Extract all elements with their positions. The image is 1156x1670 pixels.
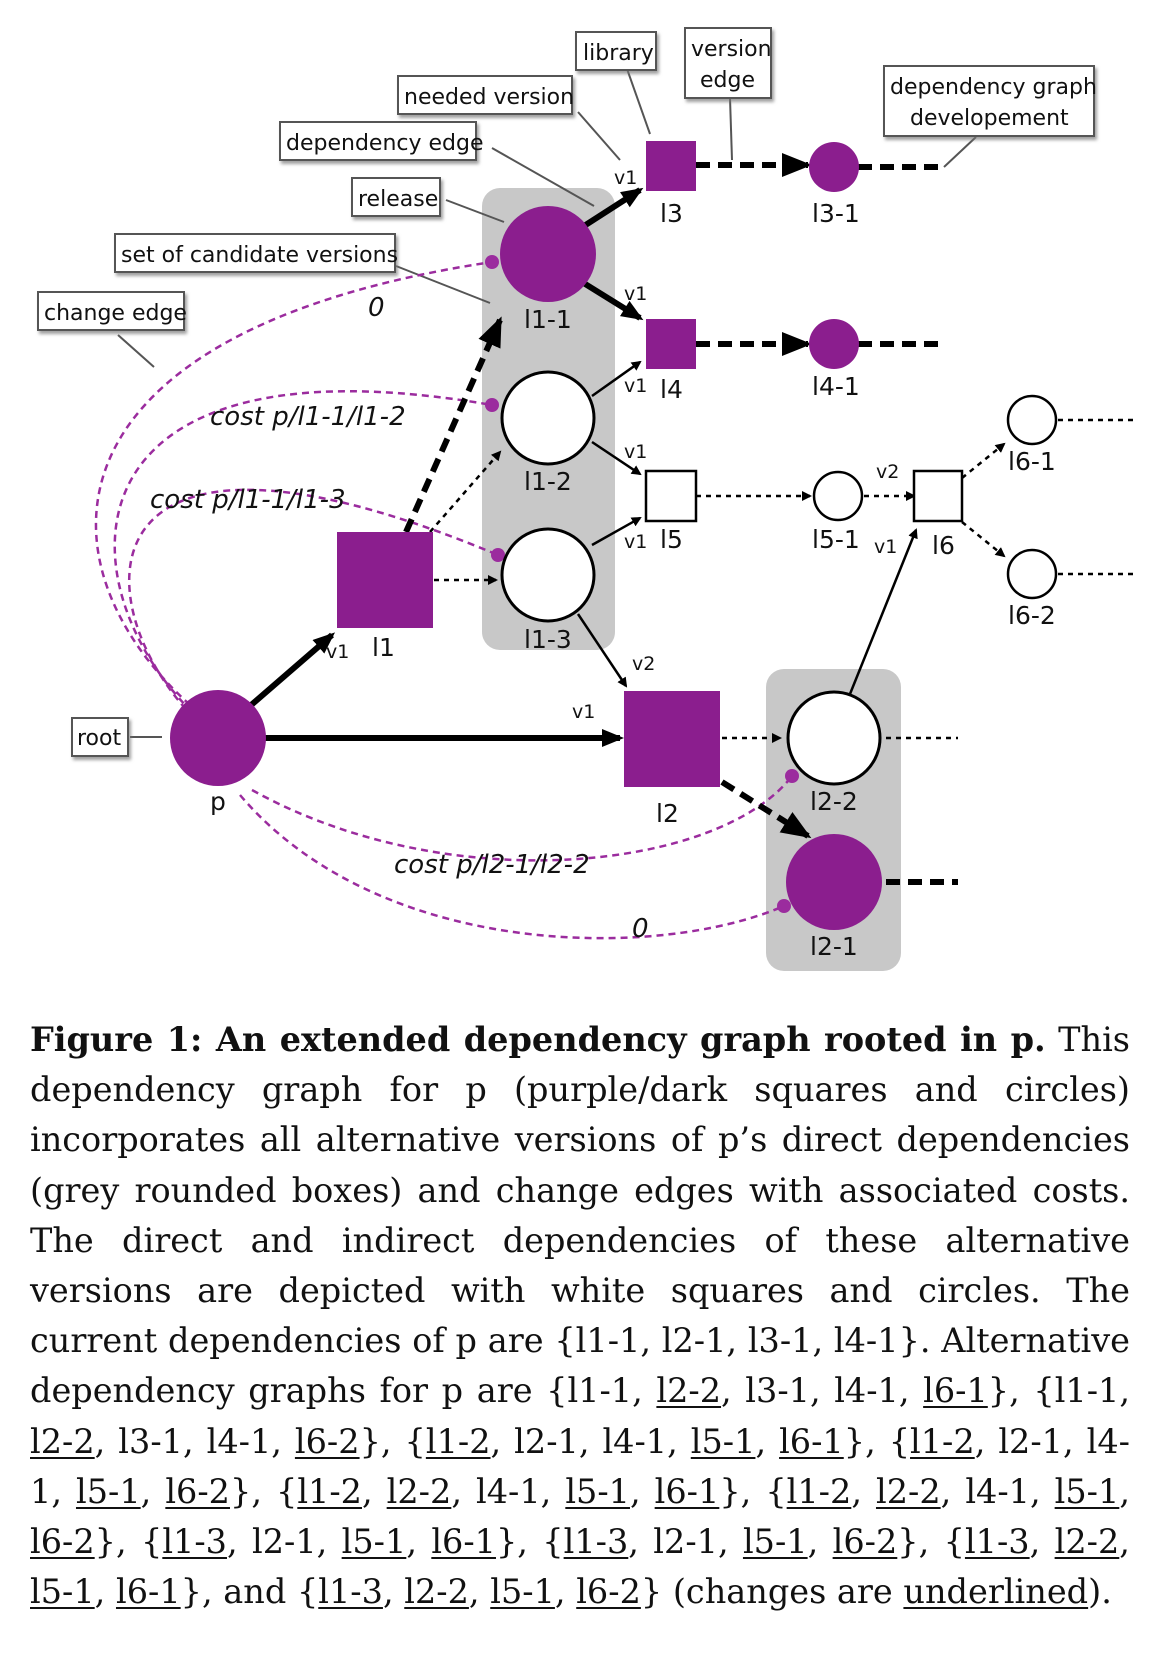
label-l6-1: l6-1	[1008, 447, 1056, 476]
callout-version-edge: version edge	[684, 27, 772, 99]
version-label: v1	[326, 641, 349, 663]
caption-and: and	[223, 1572, 297, 1612]
node-l1-3	[500, 527, 596, 623]
node-l6-2	[1006, 548, 1058, 600]
node-l5-1	[812, 470, 864, 522]
label-l3-1: l3-1	[812, 199, 860, 228]
svg-text:needed version: needed version	[404, 85, 574, 110]
figure-caption: Figure 1: An extended dependency graph r…	[30, 1015, 1130, 1617]
node-l3	[646, 141, 696, 191]
node-l6	[912, 469, 964, 523]
svg-text:set of candidate versions: set of candidate versions	[121, 243, 398, 268]
caption-set: {l1-2, l2-2, l4-1, l5-1, l6-2},	[30, 1471, 1130, 1562]
version-label: v1	[624, 375, 647, 397]
node-l2	[624, 691, 720, 787]
callout-dependency-graph-development: dependency graph developement	[883, 65, 1097, 137]
callout-change-edge: change edge	[37, 291, 187, 331]
caption-set: {l1-3, l2-2, l5-1, l6-2}	[296, 1572, 663, 1612]
node-l1-1	[500, 206, 596, 302]
change-edge-endpoints	[485, 255, 799, 913]
version-label: v2	[876, 461, 899, 483]
version-label: v1	[874, 536, 897, 558]
cost-label-l2-1: 0	[632, 914, 649, 944]
label-l2-1: l2-1	[810, 932, 858, 961]
svg-text:version: version	[691, 37, 772, 62]
version-label: v1	[624, 441, 647, 463]
node-p	[170, 690, 266, 786]
label-l3: l3	[660, 199, 683, 228]
caption-label: Figure 1:	[30, 1020, 203, 1059]
version-label: v1	[624, 283, 647, 305]
svg-text:edge: edge	[700, 68, 755, 93]
version-label: v2	[632, 653, 655, 675]
caption-set: {l1-3, l2-2, l5-1, l6-1},	[30, 1522, 1130, 1612]
callout-dependency-edge: dependency edge	[279, 121, 484, 161]
svg-text:library: library	[583, 41, 654, 66]
svg-text:change edge: change edge	[44, 301, 187, 326]
caption-tail: (changes are	[662, 1572, 904, 1612]
label-p: p	[210, 787, 226, 816]
cost-label-l1-1: 0	[368, 293, 385, 323]
caption-set: {l1-2, l2-1, l4-1, l5-1, l6-2},	[30, 1421, 1130, 1511]
caption-set: {l1-3, l2-1, l5-1, l6-2},	[542, 1522, 944, 1562]
svg-text:dependency edge: dependency edge	[286, 131, 484, 156]
node-l2-2	[786, 690, 882, 786]
label-l6: l6	[932, 531, 955, 560]
node-l2-1	[786, 834, 882, 930]
caption-underlined-word: underlined	[903, 1572, 1089, 1612]
callout-set-of-candidate-versions: set of candidate versions	[114, 233, 398, 273]
cost-label-l1-3: cost p/l1-1/l1-3	[150, 485, 346, 515]
label-l1-3: l1-3	[524, 625, 572, 654]
caption-tail-end: ).	[1088, 1572, 1112, 1612]
label-l1: l1	[372, 633, 395, 662]
svg-text:release: release	[358, 187, 438, 212]
caption-title: An extended dependency graph rooted in p…	[202, 1020, 1046, 1059]
label-l6-2: l6-2	[1008, 601, 1056, 630]
label-l4-1: l4-1	[812, 372, 860, 401]
change-edges	[94, 260, 793, 940]
svg-text:root: root	[77, 726, 121, 751]
label-l1-2: l1-2	[524, 467, 572, 496]
caption-set: {l1-1, l2-2, l3-1, l4-1, l6-1},	[546, 1371, 1034, 1411]
node-l4	[646, 319, 696, 369]
node-l1-2	[500, 370, 596, 466]
label-l2-2: l2-2	[810, 787, 858, 816]
svg-text:developement: developement	[910, 106, 1069, 131]
dependency-graph-figure: p l1 l1-1 l1-2 l1-3 l2 l2-2 l2-1 l3 l3-1…	[37, 27, 1134, 971]
label-l1-1: l1-1	[524, 305, 572, 334]
node-l6-1	[1006, 394, 1058, 446]
label-l5: l5	[660, 525, 683, 554]
svg-text:dependency graph: dependency graph	[890, 75, 1097, 100]
callout-root: root	[71, 717, 129, 757]
callout-needed-version: needed version	[397, 75, 574, 115]
caption-set: {l1-3, l2-1, l5-1, l6-1},	[140, 1522, 543, 1562]
cost-label-l2-2: cost p/l2-1/l2-2	[394, 850, 590, 880]
cost-label-l1-2: cost p/l1-1/l1-2	[210, 402, 406, 432]
callout-leaders	[117, 65, 977, 738]
node-l5	[644, 469, 698, 523]
caption-set: {l1-2, l2-2, l4-1, l5-1, l6-1},	[275, 1471, 766, 1511]
version-label: v1	[614, 167, 637, 189]
node-l1	[337, 532, 433, 628]
node-l3-1	[809, 142, 859, 192]
label-l2: l2	[656, 799, 679, 828]
caption-body: This dependency graph for p (purple/dark…	[30, 1020, 1131, 1411]
node-l4-1	[809, 319, 859, 369]
callout-release: release	[351, 177, 441, 217]
label-l5-1: l5-1	[812, 525, 860, 554]
callout-library: library	[575, 31, 657, 71]
caption-set: {l1-2, l2-1, l4-1, l5-1, l6-1},	[404, 1421, 889, 1461]
version-label: v1	[624, 531, 647, 553]
dependency-edges	[248, 187, 918, 747]
version-edges	[403, 153, 1134, 885]
caption-set: {l1-1, l2-2, l3-1, l4-1, l6-2},	[30, 1371, 1130, 1461]
label-l4: l4	[660, 375, 683, 404]
version-label: v1	[572, 701, 595, 723]
